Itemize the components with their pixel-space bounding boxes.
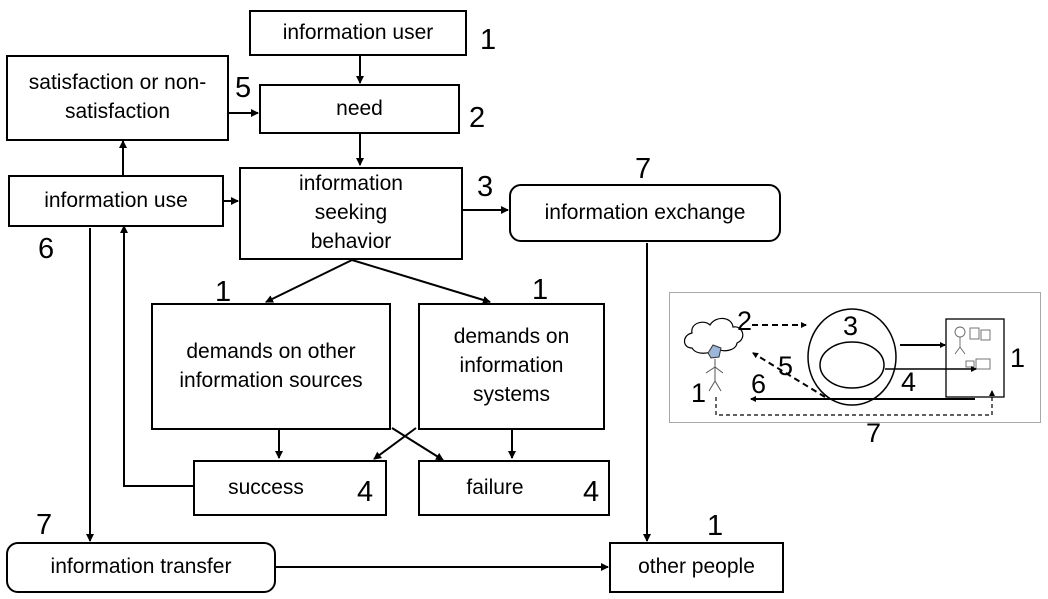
box-information-user: information user	[249, 10, 467, 56]
box-information-use: information use	[8, 175, 224, 227]
arrow-success-to-use	[120, 225, 193, 487]
arrow-sources-to-failure	[391, 427, 444, 461]
inset-number-1-left: 1	[691, 378, 707, 408]
inset-diagram: 2 3 1 5 4 6 1 7	[669, 292, 1041, 447]
sources-icon	[954, 326, 991, 370]
box-seeking-behavior: information seeking behavior	[239, 167, 463, 260]
inset-number-3: 3	[843, 311, 859, 341]
inset-arrow-5	[752, 352, 826, 398]
box-demands-other-sources: demands on other information sources	[151, 303, 391, 430]
number-need: 2	[469, 102, 486, 134]
person-icon	[705, 344, 724, 392]
arrow-seeking-to-other-sources	[265, 259, 353, 303]
box-other-people: other people	[609, 542, 784, 593]
box-information-transfer: information transfer	[6, 542, 276, 593]
number-success: 4	[357, 476, 374, 508]
number-demands-systems: 1	[532, 274, 549, 306]
number-information-use: 6	[38, 233, 55, 265]
box-need: need	[259, 84, 460, 134]
inset-illustration	[683, 308, 1005, 416]
inset-number-7: 7	[866, 418, 882, 448]
number-information-user: 1	[480, 24, 497, 56]
number-other-people: 1	[707, 510, 724, 542]
number-information-transfer: 7	[36, 509, 53, 541]
inset-number-1-right: 1	[1010, 343, 1026, 373]
inset-arrow-7	[715, 390, 995, 416]
inset-number-2: 2	[737, 306, 753, 336]
box-satisfaction: satisfaction or non-satisfaction	[6, 55, 229, 141]
box-success: success	[193, 460, 387, 516]
inset-number-6: 6	[751, 369, 767, 399]
number-satisfaction: 5	[235, 72, 252, 104]
sources-panel	[945, 318, 1005, 398]
number-failure: 4	[583, 476, 600, 508]
inset-number-5: 5	[778, 351, 794, 381]
number-demands-other-sources: 1	[215, 276, 232, 308]
arrow-systems-to-success	[373, 427, 417, 460]
arrow-seeking-to-systems	[351, 259, 491, 304]
inset-number-4: 4	[901, 367, 917, 397]
box-failure: failure	[418, 460, 610, 516]
box-demands-systems: demands on information systems	[418, 303, 605, 430]
system-inner-ring	[819, 341, 885, 389]
number-seeking-behavior: 3	[477, 171, 494, 203]
number-information-exchange: 7	[635, 153, 652, 185]
box-information-exchange: information exchange	[509, 184, 781, 242]
